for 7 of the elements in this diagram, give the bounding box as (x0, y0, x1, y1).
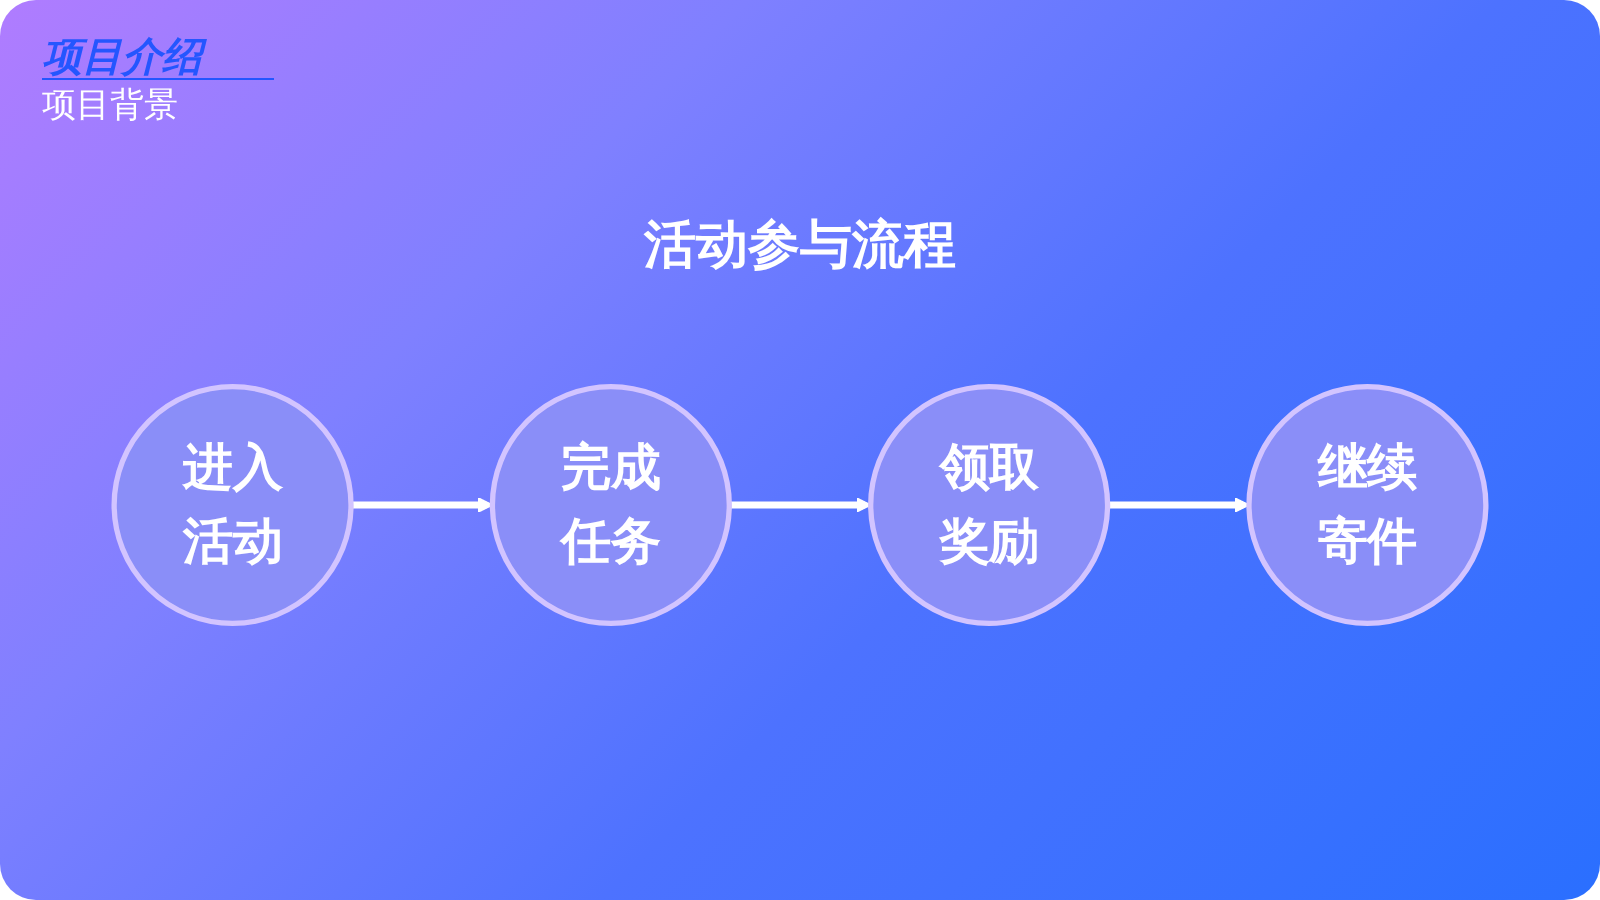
diagram-title: 活动参与流程 (644, 214, 956, 274)
node-circle: 完成任务 (489, 383, 732, 627)
section-subheading: 项目背景 (42, 83, 178, 126)
node-circle: 继续寄件 (1246, 383, 1489, 627)
section-heading: 项目介绍 (42, 34, 274, 80)
node-circle: 进入活动 (111, 383, 354, 627)
node-circle: 领取奖励 (868, 383, 1111, 627)
